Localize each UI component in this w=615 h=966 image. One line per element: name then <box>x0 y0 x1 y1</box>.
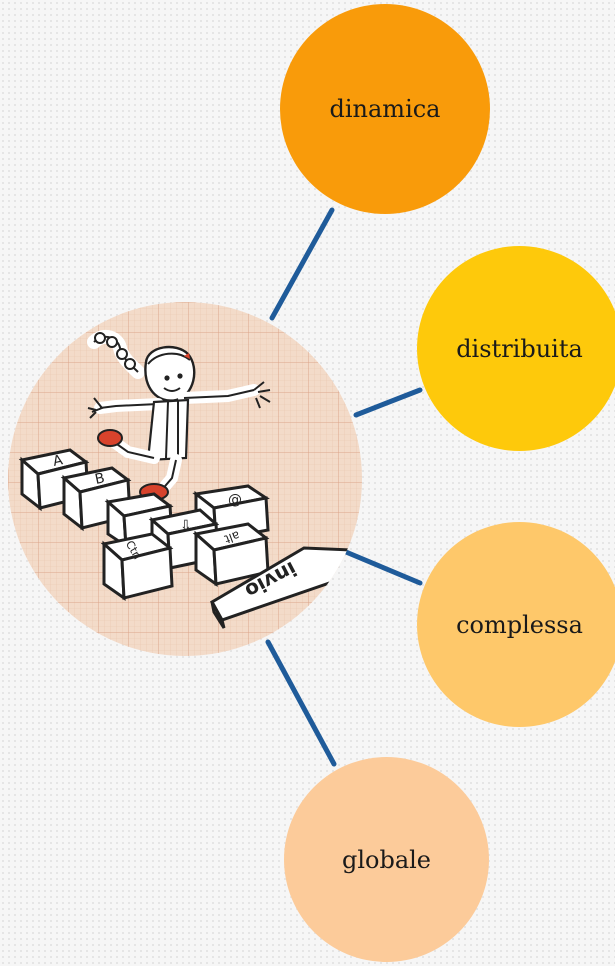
key-a-label: A <box>52 452 65 470</box>
connector-globale <box>265 639 337 767</box>
node-distribuita-label: distribuita <box>456 334 583 363</box>
node-complessa: complessa <box>417 522 615 727</box>
key-b-label: B <box>94 470 107 488</box>
center-illustration: A B @ <box>8 302 362 656</box>
key-arrow-label: ⇩ <box>180 518 192 534</box>
key-at-label: @ <box>228 492 242 508</box>
node-distribuita: distribuita <box>417 246 615 451</box>
node-complessa-label: complessa <box>456 610 583 639</box>
key-ctrl: Ctrl <box>100 532 174 601</box>
girl-figure <box>87 329 271 501</box>
node-dinamica: dinamica <box>280 4 490 214</box>
keyboard-keys: A B @ <box>18 448 355 629</box>
key-b: B <box>60 466 132 532</box>
connector-distribuita <box>353 387 423 418</box>
keyboard-girl-illustration: A B @ <box>8 302 362 656</box>
node-globale-label: globale <box>341 845 432 874</box>
connector-dinamica <box>269 207 335 321</box>
node-globale: globale <box>284 757 489 962</box>
node-dinamica-label: dinamica <box>329 95 441 123</box>
key-alt: alt <box>192 522 270 588</box>
connector-complessa <box>343 549 423 586</box>
key-alt-label: alt <box>222 528 242 547</box>
key-invio: invio <box>209 546 355 629</box>
